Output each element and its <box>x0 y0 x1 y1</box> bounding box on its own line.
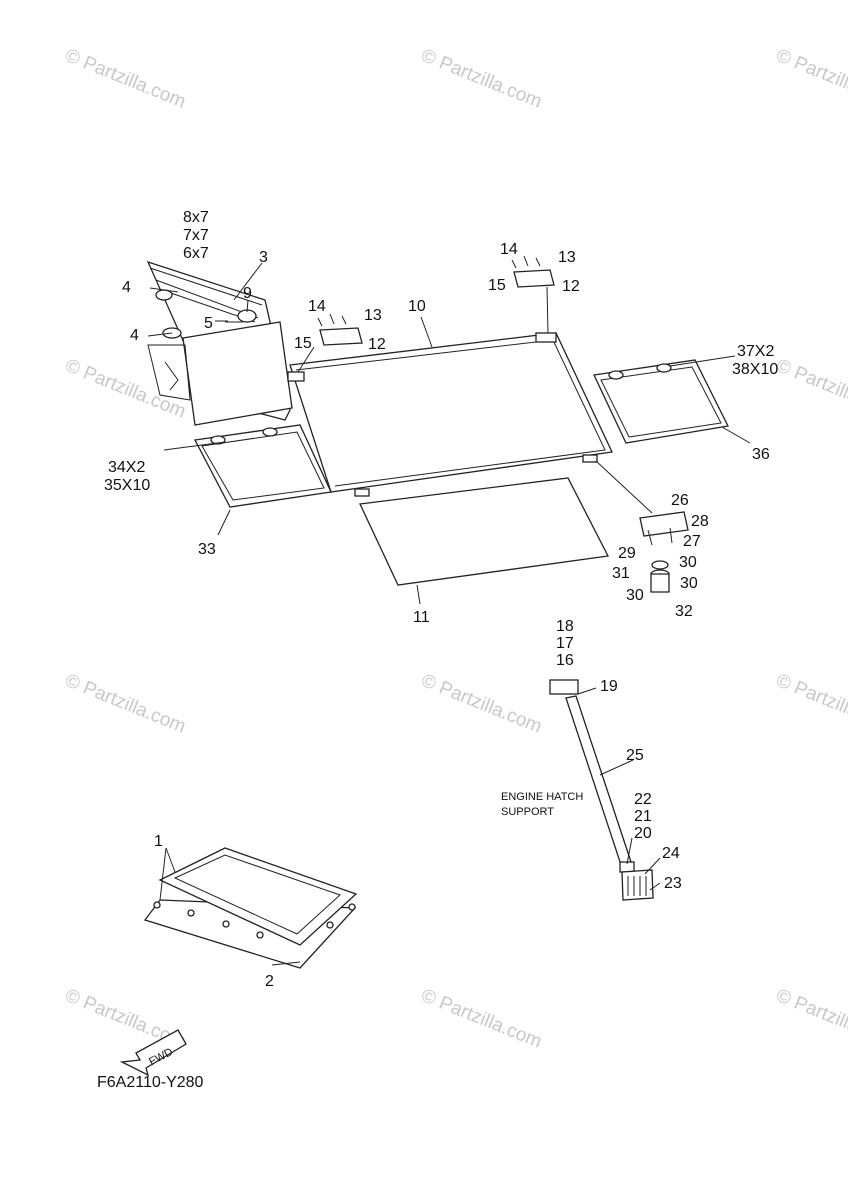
label-19: 19 <box>600 678 618 695</box>
label-2: 2 <box>265 973 274 990</box>
label-20: 20 <box>634 825 652 842</box>
watermark: © Partzilla.com <box>418 45 545 112</box>
watermark: © Partzilla.com <box>418 985 545 1052</box>
label-32: 32 <box>675 603 693 620</box>
label-9: 9 <box>243 285 252 302</box>
label-30a: 30 <box>679 554 697 571</box>
label-14a: 14 <box>308 298 326 315</box>
console-box <box>146 260 293 426</box>
leader-lines <box>147 262 751 966</box>
label-11: 11 <box>413 609 430 626</box>
label-4a: 4 <box>122 279 131 296</box>
label-35x10: 35X10 <box>104 477 150 494</box>
label-38x10: 38X10 <box>732 361 778 378</box>
part-labels: 8x7 7x7 6x7 3 4 9 5 4 14 13 12 15 10 14 … <box>97 209 778 1091</box>
label-26: 26 <box>671 492 689 509</box>
watermark: © Partzilla.com <box>62 355 189 422</box>
label-16: 16 <box>556 652 574 669</box>
watermark: © Partzilla.com <box>773 985 848 1052</box>
label-33: 33 <box>198 541 216 558</box>
label-15b: 15 <box>488 277 506 294</box>
label-1: 1 <box>154 833 163 850</box>
watermark: © Partzilla.com <box>773 355 848 422</box>
label-8x7: 8x7 <box>183 209 209 226</box>
watermark: © Partzilla.com <box>62 45 189 112</box>
label-7x7: 7x7 <box>183 227 209 244</box>
label-31: 31 <box>612 565 630 582</box>
right-lid <box>593 359 729 444</box>
label-13b: 13 <box>558 249 576 266</box>
main-hatch-panel <box>287 332 613 497</box>
label-15a: 15 <box>294 335 312 352</box>
label-36: 36 <box>752 446 770 463</box>
diagram-code: F6A2110-Y280 <box>97 1074 204 1091</box>
watermark: © Partzilla.com <box>773 670 848 737</box>
label-34x2: 34X2 <box>108 459 145 476</box>
watermark: © Partzilla.com <box>773 45 848 112</box>
label-17: 17 <box>556 635 574 652</box>
label-5: 5 <box>204 315 213 332</box>
hinge-right <box>511 255 555 288</box>
label-12a: 12 <box>368 336 386 353</box>
label-13a: 13 <box>364 307 382 324</box>
hinge-left <box>317 313 363 346</box>
label-24: 24 <box>662 845 680 862</box>
label-14b: 14 <box>500 241 518 258</box>
watermark: © Partzilla.com <box>62 670 189 737</box>
gasket-sheet <box>359 477 609 586</box>
label-3: 3 <box>259 249 268 266</box>
label-27: 27 <box>683 533 701 550</box>
label-30b: 30 <box>680 575 698 592</box>
label-22: 22 <box>634 791 652 808</box>
gasket-frame <box>143 847 358 969</box>
watermark: © Partzilla.com <box>418 670 545 737</box>
left-lid <box>193 424 332 508</box>
label-28: 28 <box>691 513 709 530</box>
hatch-support-strut <box>549 679 654 901</box>
note-line-1: ENGINE HATCH <box>501 791 583 803</box>
label-18: 18 <box>556 618 574 635</box>
label-25: 25 <box>626 747 644 764</box>
label-37x2: 37X2 <box>737 343 774 360</box>
latch-assembly <box>639 511 689 593</box>
note-line-2: SUPPORT <box>501 806 554 818</box>
label-6x7: 6x7 <box>183 245 209 262</box>
label-30c: 30 <box>626 587 644 604</box>
label-4b: 4 <box>130 327 139 344</box>
label-12b: 12 <box>562 278 580 295</box>
label-10: 10 <box>408 298 426 315</box>
label-21: 21 <box>634 808 652 825</box>
label-29: 29 <box>618 545 636 562</box>
label-23: 23 <box>664 875 682 892</box>
